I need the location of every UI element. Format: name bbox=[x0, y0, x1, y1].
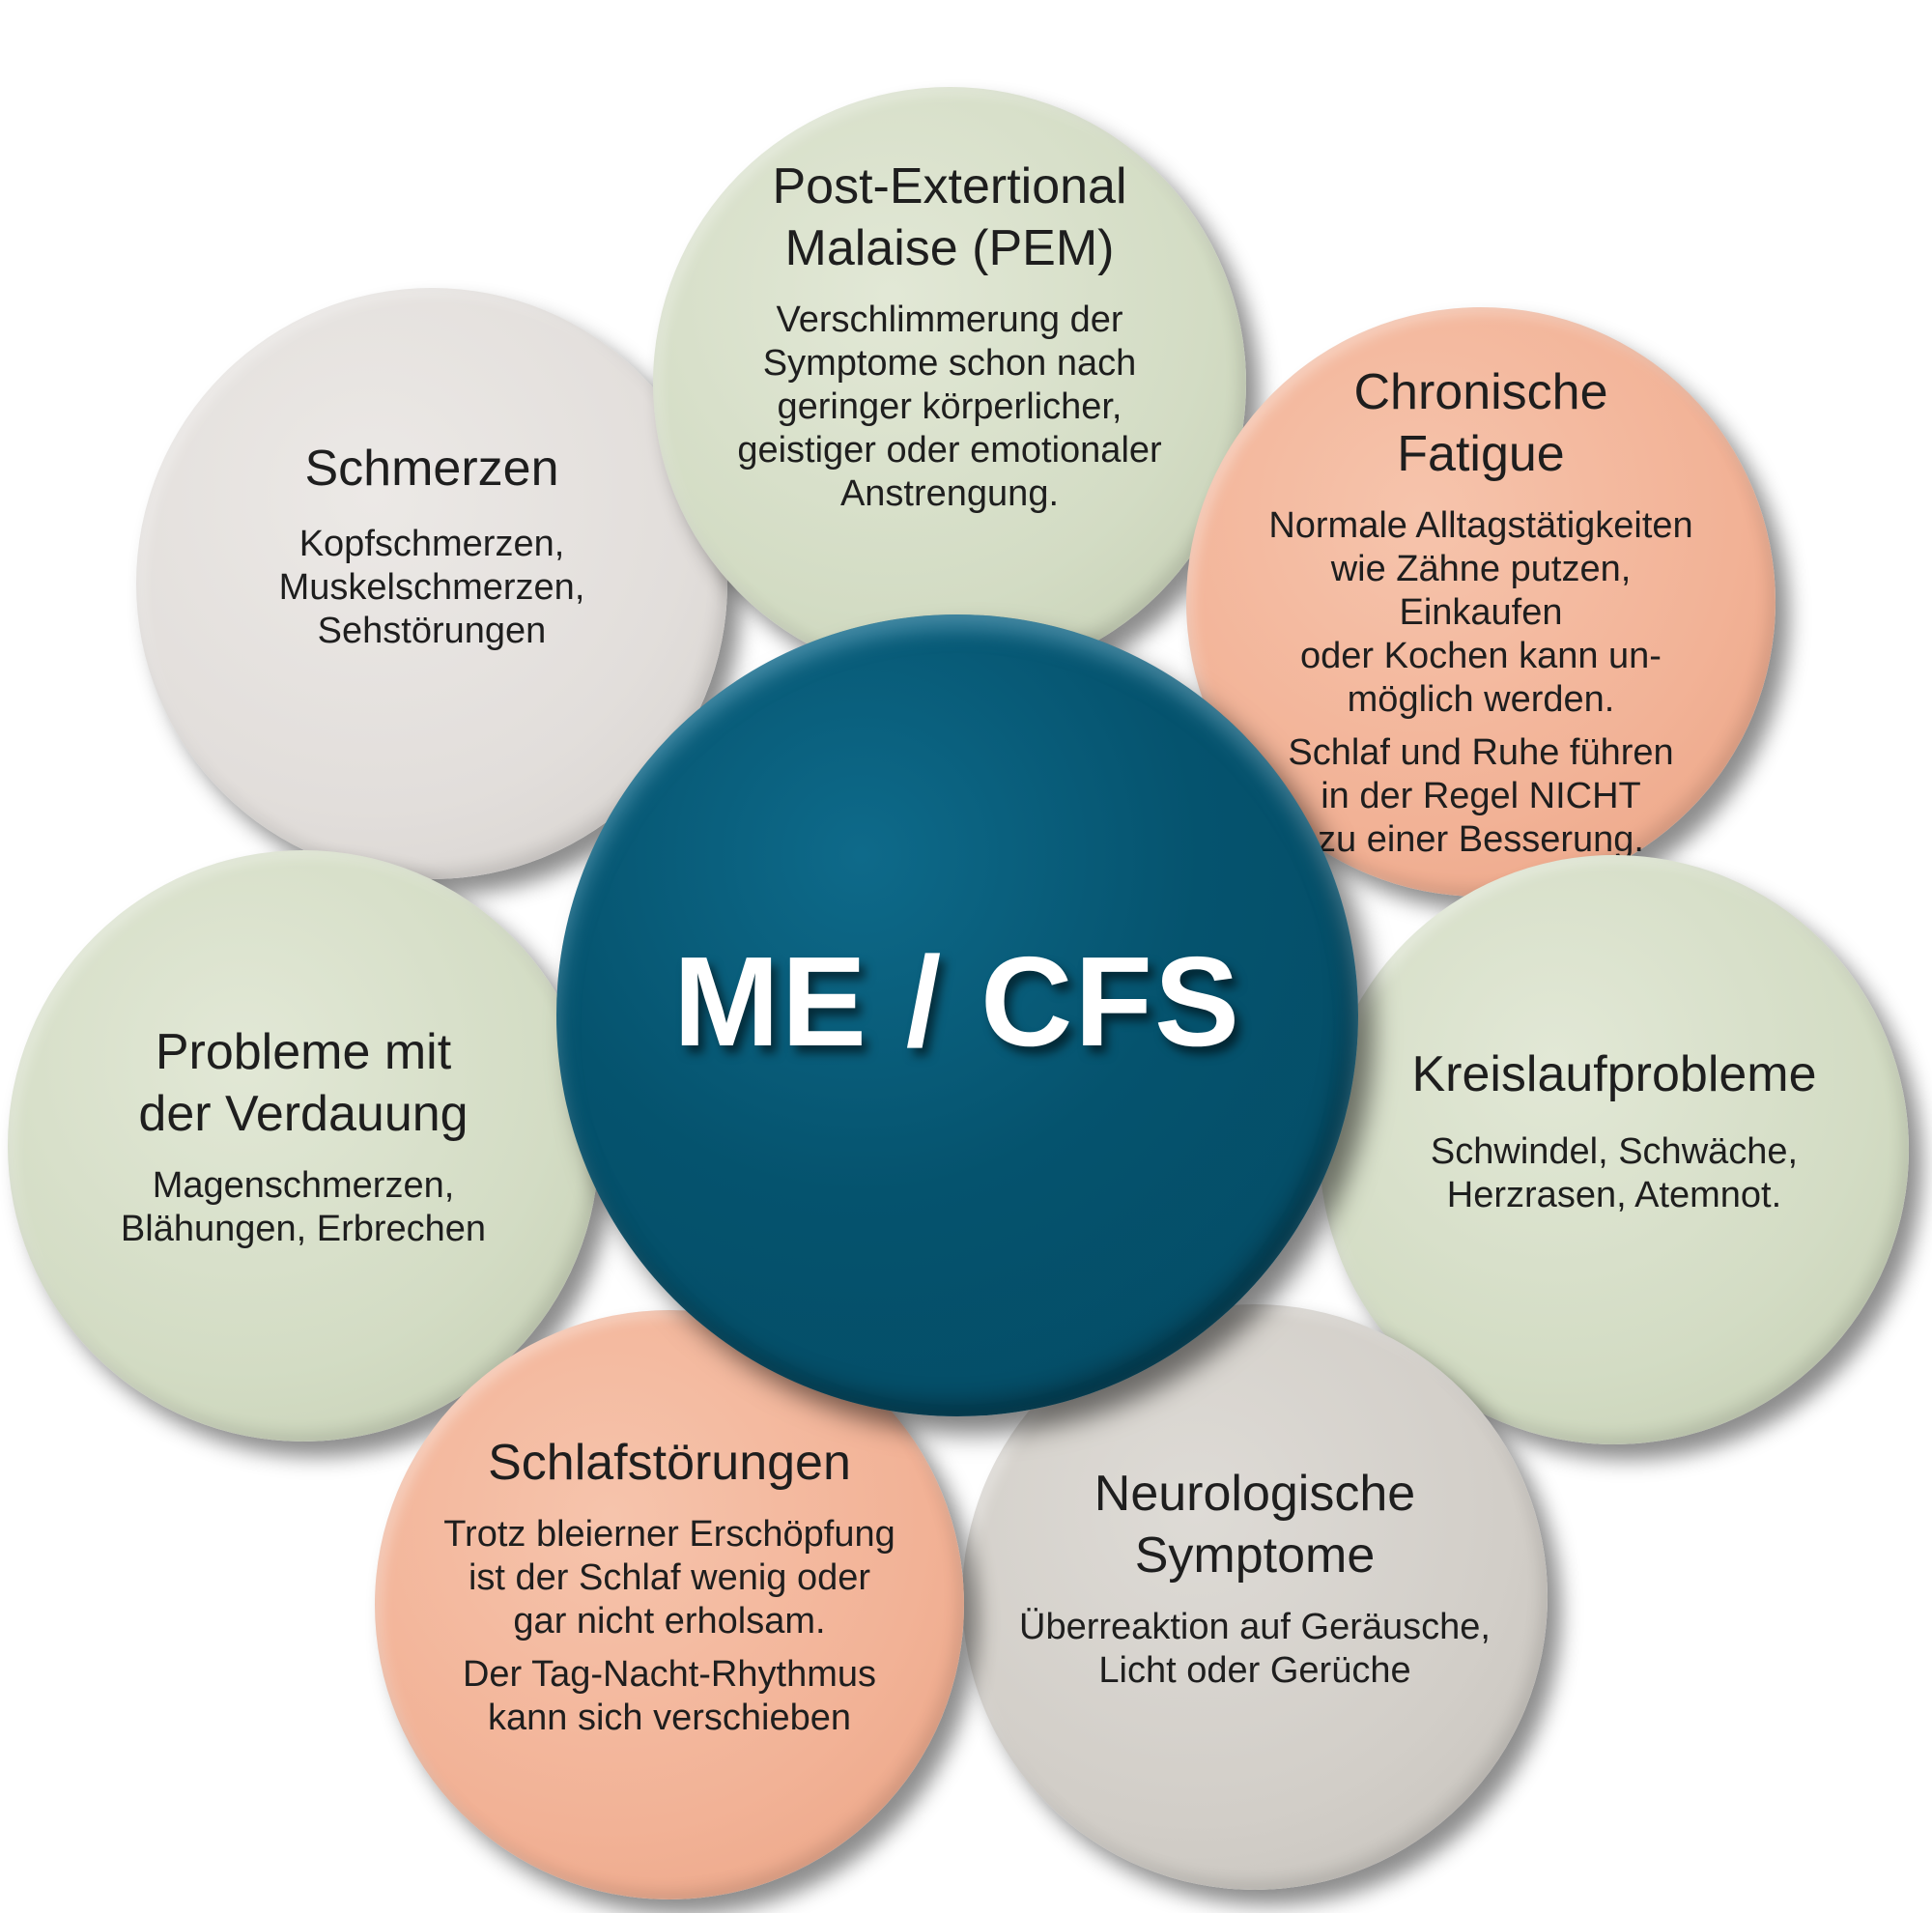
node-verdauung-text: Magenschmerzen, Blähungen, Erbrechen bbox=[120, 1165, 487, 1249]
node-schlaf: Schlafstörungen Trotz bleierner Erschöpf… bbox=[375, 1310, 964, 1899]
node-fatigue-text2: Schlaf und Ruhe führen in der Regel NICH… bbox=[1288, 732, 1674, 860]
node-neuro-title: Neurologische Symptome bbox=[1094, 1466, 1416, 1584]
node-schlaf-text: Trotz bleierner Erschöpfung ist der Schl… bbox=[443, 1513, 895, 1642]
center-node: ME / CFS bbox=[556, 614, 1358, 1416]
node-verdauung-title: Probleme mit der Verdauung bbox=[138, 1024, 469, 1142]
node-fatigue: Chronische Fatigue Normale Alltagstätigk… bbox=[1186, 307, 1776, 897]
node-pem: Post-Extertional Malaise (PEM) Verschlim… bbox=[653, 87, 1246, 680]
node-pem-text: Verschlimmerung der Symptome schon nach … bbox=[737, 299, 1162, 514]
node-neuro-text: Überreaktion auf Geräusche, Licht oder G… bbox=[1019, 1607, 1491, 1691]
node-schlaf-text2: Der Tag-Nacht-Rhythmus kann sich verschi… bbox=[462, 1653, 876, 1738]
node-schlaf-title: Schlafstörungen bbox=[488, 1434, 851, 1491]
center-label: ME / CFS bbox=[672, 929, 1242, 1072]
node-fatigue-text: Normale Alltagstätigkeiten wie Zähne put… bbox=[1268, 505, 1693, 720]
node-neuro: Neurologische Symptome Überreaktion auf … bbox=[962, 1304, 1548, 1890]
node-fatigue-title: Chronische Fatigue bbox=[1353, 364, 1608, 482]
node-verdauung: Probleme mit der Verdauung Magenschmerze… bbox=[8, 850, 599, 1442]
node-schmerzen: Schmerzen Kopfschmerzen, Muskelschmerzen… bbox=[136, 288, 727, 879]
node-schmerzen-text: Kopfschmerzen, Muskelschmerzen, Sehstöru… bbox=[278, 523, 585, 651]
node-pem-title: Post-Extertional Malaise (PEM) bbox=[772, 157, 1127, 276]
node-schmerzen-title: Schmerzen bbox=[304, 440, 559, 497]
node-kreislauf-text: Schwindel, Schwäche, Herzrasen, Atemnot. bbox=[1430, 1131, 1799, 1215]
node-kreislauf-title: Kreislaufprobleme bbox=[1411, 1046, 1817, 1102]
node-kreislauf: Kreislaufprobleme Schwindel, Schwäche, H… bbox=[1320, 855, 1909, 1444]
